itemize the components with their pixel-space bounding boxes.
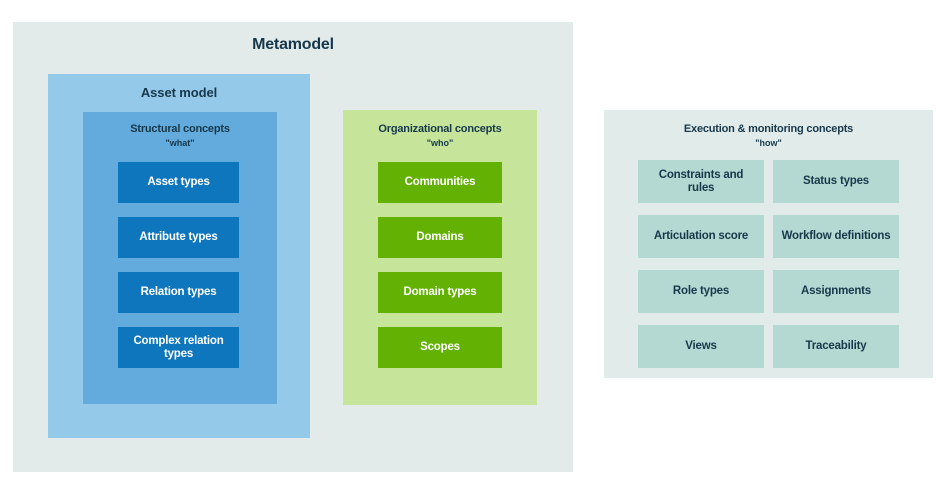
concept-box-assignments[interactable]: Assignments bbox=[773, 270, 899, 313]
concept-box-traceability[interactable]: Traceability bbox=[773, 325, 899, 368]
structural-concepts-label: Structural concepts bbox=[130, 123, 230, 135]
concept-box-complex-relation-types[interactable]: Complex relation types bbox=[118, 327, 239, 368]
concept-box-workflow-definitions[interactable]: Workflow definitions bbox=[773, 215, 899, 258]
concept-box-scopes[interactable]: Scopes bbox=[378, 327, 502, 368]
concept-box-status-types[interactable]: Status types bbox=[773, 160, 899, 203]
concept-box-domains[interactable]: Domains bbox=[378, 217, 502, 258]
concept-box-attribute-types[interactable]: Attribute types bbox=[118, 217, 239, 258]
structural-concepts-title: Structural concepts "what" bbox=[83, 123, 277, 150]
execution-monitoring-subtitle: "how" bbox=[755, 138, 782, 148]
concept-box-asset-types[interactable]: Asset types bbox=[118, 162, 239, 203]
metamodel-title: Metamodel bbox=[252, 36, 334, 53]
organizational-concepts-title: Organizational concepts "who" bbox=[343, 123, 537, 150]
concept-box-relation-types[interactable]: Relation types bbox=[118, 272, 239, 313]
execution-monitoring-title: Execution & monitoring concepts "how" bbox=[604, 123, 933, 150]
concept-box-communities[interactable]: Communities bbox=[378, 162, 502, 203]
asset-model-title: Asset model bbox=[140, 85, 218, 100]
concept-box-articulation-score[interactable]: Articulation score bbox=[638, 215, 764, 258]
concept-box-views[interactable]: Views bbox=[638, 325, 764, 368]
organizational-concepts-subtitle: "who" bbox=[426, 138, 454, 148]
concept-box-domain-types[interactable]: Domain types bbox=[378, 272, 502, 313]
structural-concepts-subtitle: "what" bbox=[165, 138, 195, 148]
concept-box-role-types[interactable]: Role types bbox=[638, 270, 764, 313]
organizational-concepts-label: Organizational concepts bbox=[378, 123, 502, 135]
concept-box-constraints-and-rules[interactable]: Constraints and rules bbox=[638, 160, 764, 203]
execution-monitoring-label: Execution & monitoring concepts bbox=[683, 123, 854, 135]
